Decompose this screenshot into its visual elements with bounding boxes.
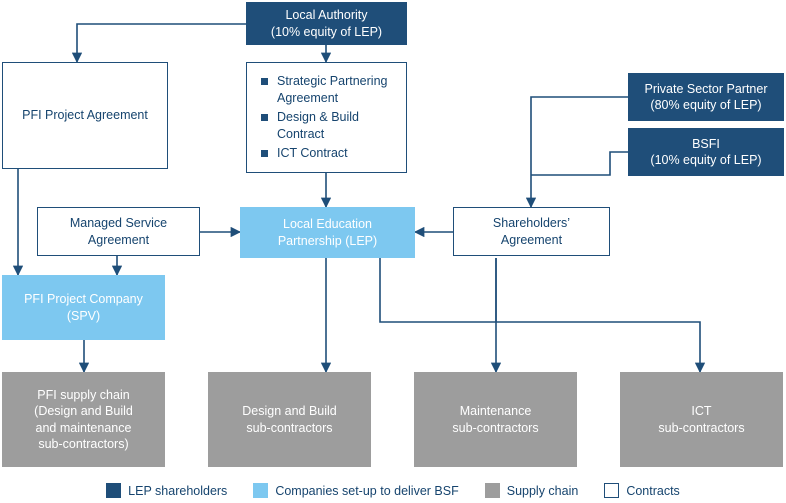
node-shareholders-agreement[interactable]: Shareholders’ Agreement <box>453 207 610 256</box>
node-design-and-build-subcontractors[interactable]: Design and Build sub-contractors <box>208 372 371 467</box>
node-strategic-contracts[interactable]: Strategic Partnering Agreement Design & … <box>246 62 407 173</box>
legend-swatch-white-icon <box>604 483 620 498</box>
contract-item-ict-contract: ICT Contract <box>257 145 398 162</box>
legend-item-contracts: Contracts <box>604 483 680 498</box>
node-pfi-project-company[interactable]: PFI Project Company (SPV) <box>2 275 165 340</box>
legend-label: Supply chain <box>506 483 579 498</box>
contract-item-design-and-build-contract: Design & Build Contract <box>257 109 398 142</box>
node-pfi-supply-chain[interactable]: PFI supply chain (Design and Build and m… <box>2 372 165 467</box>
node-ict-subcontractors[interactable]: ICT sub-contractors <box>620 372 783 467</box>
legend-label: LEP shareholders <box>128 483 228 498</box>
node-pfi-project-agreement[interactable]: PFI Project Agreement <box>2 62 168 169</box>
legend: LEP shareholders Companies set-up to del… <box>0 478 786 503</box>
node-managed-service-agreement[interactable]: Managed Service Agreement <box>37 207 200 256</box>
legend-swatch-grey-icon <box>484 483 500 498</box>
legend-swatch-dark-icon <box>106 483 122 498</box>
node-maintenance-subcontractors[interactable]: Maintenance sub-contractors <box>414 372 577 467</box>
legend-item-supply-chain: Supply chain <box>484 483 579 498</box>
legend-swatch-light-icon <box>253 483 269 498</box>
legend-label: Companies set-up to deliver BSF <box>275 483 459 498</box>
legend-item-companies-set-up-to-deliver-bsf: Companies set-up to deliver BSF <box>253 483 459 498</box>
contract-item-strategic-partnering-agreement: Strategic Partnering Agreement <box>257 73 398 106</box>
legend-item-lep-shareholders: LEP shareholders <box>106 483 227 498</box>
node-local-education-partnership[interactable]: Local Education Partnership (LEP) <box>240 207 415 258</box>
node-bsfi[interactable]: BSFI (10% equity of LEP) <box>628 128 784 176</box>
node-local-authority[interactable]: Local Authority (10% equity of LEP) <box>246 2 407 45</box>
legend-label: Contracts <box>626 483 680 498</box>
node-private-sector-partner[interactable]: Private Sector Partner (80% equity of LE… <box>628 73 784 121</box>
